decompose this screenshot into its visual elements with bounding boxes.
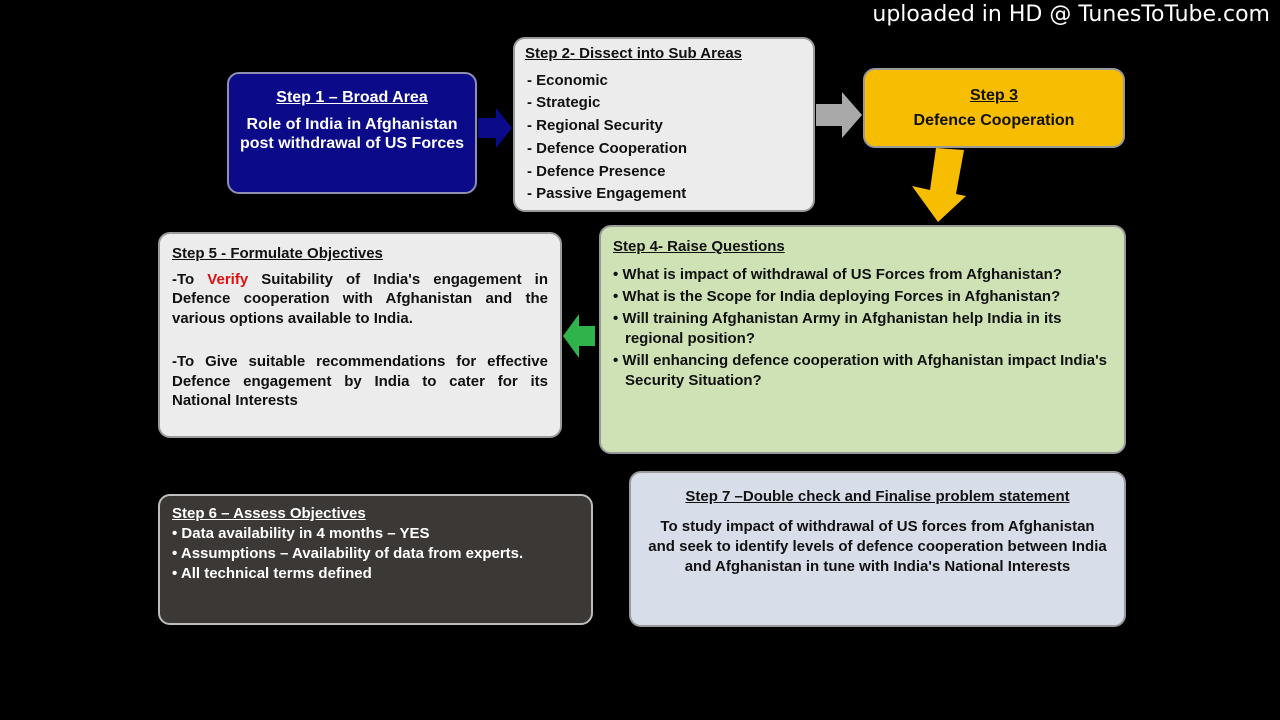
step5-box: Step 5 - Formulate Objectives -To Verify… xyxy=(158,232,562,438)
step5-objective-1: -To Verify Suitability of India's engage… xyxy=(172,270,548,329)
step2-list: - Economic - Strategic - Regional Securi… xyxy=(525,70,803,207)
arrow-shape xyxy=(816,92,862,138)
step7-body: To study impact of withdrawal of US forc… xyxy=(648,517,1107,575)
list-item: • Assumptions – Availability of data fro… xyxy=(172,544,524,562)
objective-text: Suitability of India's engagement in Def… xyxy=(172,270,549,327)
arrow-step1-to-step2 xyxy=(478,108,512,148)
step6-title: Step 6 – Assess Objectives xyxy=(172,505,366,522)
step5-objective-2: -To Give suitable recommendations for ef… xyxy=(172,353,548,409)
step2-box: Step 2- Dissect into Sub Areas - Economi… xyxy=(513,37,815,212)
list-item: • Data availability in 4 months – YES xyxy=(172,524,430,542)
list-item: • Will enhancing defence cooperation wit… xyxy=(613,351,1108,389)
step3-title: Step 3 xyxy=(969,87,1018,104)
step7-box: Step 7 –Double check and Finalise proble… xyxy=(629,471,1126,627)
objective-prefix: -To xyxy=(172,270,208,288)
arrow-shape xyxy=(563,314,595,358)
list-item: - Passive Engagement xyxy=(527,185,687,203)
list-item: • Will training Afghanistan Army in Afgh… xyxy=(613,309,1062,347)
step2-title: Step 2- Dissect into Sub Areas xyxy=(525,45,743,62)
step1-box: Step 1 – Broad Area Role of India in Afg… xyxy=(227,72,477,194)
arrow-shape xyxy=(478,108,512,148)
step1-title: Step 1 – Broad Area xyxy=(276,89,428,106)
step4-box: Step 4- Raise Questions • What is impact… xyxy=(599,225,1126,454)
step1-body: Role of India in Afghanistan post withdr… xyxy=(239,115,465,153)
arrow-shape xyxy=(912,148,966,222)
list-item: • What is impact of withdrawal of US For… xyxy=(613,265,1062,283)
step5-title: Step 5 - Formulate Objectives xyxy=(172,245,383,262)
watermark-text: uploaded in HD @ TunesToTube.com xyxy=(872,2,1270,27)
step3-box: Step 3 Defence Cooperation xyxy=(863,68,1125,148)
arrow-step3-to-step4 xyxy=(912,148,966,222)
verify-highlight: Verify xyxy=(207,270,249,288)
list-item: - Economic xyxy=(527,71,608,89)
arrow-step4-to-step5 xyxy=(563,314,595,358)
step6-list: • Data availability in 4 months – YES • … xyxy=(172,524,579,584)
list-item: - Regional Security xyxy=(527,117,663,135)
arrow-step2-to-step3 xyxy=(816,92,862,138)
step7-title: Step 7 –Double check and Finalise proble… xyxy=(685,488,1070,505)
list-item: • What is the Scope for India deploying … xyxy=(613,287,1061,305)
step3-body: Defence Cooperation xyxy=(913,111,1075,129)
list-item: • All technical terms defined xyxy=(172,564,372,582)
list-item: - Strategic xyxy=(527,94,601,112)
step6-box: Step 6 – Assess Objectives • Data availa… xyxy=(158,494,593,625)
list-item: - Defence Cooperation xyxy=(527,139,688,157)
list-item: - Defence Presence xyxy=(527,162,666,180)
step4-list: • What is impact of withdrawal of US For… xyxy=(613,265,1112,391)
step4-title: Step 4- Raise Questions xyxy=(613,238,785,255)
